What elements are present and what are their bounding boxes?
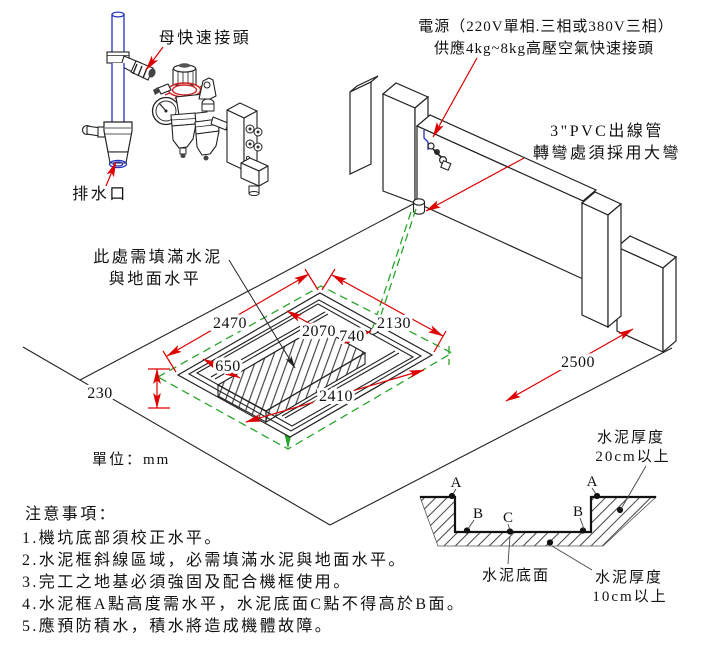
- label-female-coupler: 母快速接頭: [159, 29, 252, 47]
- dim-740: 740: [339, 328, 365, 345]
- note-item-4: 4.水泥框A點高度需水平，水泥底面C點不得高於B面。: [22, 595, 465, 613]
- label-power-2: 供應4kg~8kg高壓空氣快速接頭: [434, 39, 654, 57]
- cs-thick20-2: 20cm以上: [595, 448, 670, 465]
- reference-leaders: [452, 465, 647, 571]
- outlet-arm: [210, 116, 229, 131]
- back-panel: [349, 75, 379, 175]
- ball-valve: [81, 121, 133, 153]
- regulator-knob: [172, 63, 197, 86]
- dim-230: 230: [87, 385, 113, 402]
- pvc-outlet-stub: [412, 198, 426, 215]
- air-service-unit: [151, 63, 269, 196]
- right-pillar: [580, 191, 623, 329]
- label-pvc-2: 轉彎處須採用大彎: [533, 144, 681, 162]
- note-item-5: 5.應預防積水，積水將造成機體故障。: [22, 616, 333, 635]
- dimensions: 2470 2130 2070 740 650 230 2410 2500: [84, 268, 634, 423]
- label-unit: 單位：mm: [92, 451, 170, 468]
- label-pvc-1: 3"PVC出線管: [550, 122, 664, 140]
- cs-bottom-surface: 水泥底面: [482, 567, 550, 584]
- filter-bowl: [170, 112, 197, 158]
- cs-thick10-1: 水泥厚度: [595, 569, 663, 586]
- dim-2070: 2070: [302, 323, 336, 340]
- dim-2410: 2410: [319, 388, 353, 405]
- wall-structure: [349, 75, 678, 354]
- label-power-1: 電源（220V單相.三相或380V三相）: [418, 18, 673, 35]
- dim-2470: 2470: [213, 315, 247, 332]
- note-item-2: 2.水泥框斜線區域，必需填滿水泥與地面水平。: [22, 551, 407, 569]
- cs-point-b-left: B: [473, 506, 483, 522]
- label-fill-1: 此處需填滿水泥: [93, 248, 223, 266]
- drain-pipe-assembly: [81, 11, 156, 169]
- cs-thick10-2: 10cm以上: [592, 588, 667, 605]
- inlet-fitting: [153, 83, 172, 95]
- side-quick-coupler: [130, 60, 156, 81]
- leader-arrows: [105, 46, 525, 369]
- cs-point-b-right: B: [573, 504, 583, 520]
- label-fill-2: 與地面水平: [109, 270, 202, 288]
- cs-point-a-left: A: [451, 475, 462, 491]
- solenoid-foot: [240, 157, 269, 196]
- label-drain-outlet: 排水口: [72, 185, 128, 203]
- cs-point-c: C: [503, 510, 513, 526]
- cross-section: A A B B C 水泥厚度 20cm以上 水泥底面 水泥厚度 10cm以上: [419, 429, 670, 605]
- dim-2500: 2500: [561, 354, 595, 371]
- cs-thick20-1: 水泥厚度: [597, 429, 665, 446]
- dim-650: 650: [215, 358, 241, 375]
- note-item-1: 1.機坑底部須校正水平。: [22, 529, 223, 547]
- cs-point-a-right: A: [587, 474, 598, 490]
- wall-air-power-fixture: [423, 130, 452, 171]
- dim-2130: 2130: [377, 315, 411, 332]
- conduit-route-dashed: [371, 208, 450, 365]
- notes-block: 注意事項： 1.機坑底部須校正水平。 2.水泥框斜線區域，必需填滿水泥與地面水平…: [22, 504, 465, 635]
- mount-bracket: [198, 77, 217, 100]
- note-item-3: 3.完工之地基必須強固及配合機框使用。: [22, 573, 352, 591]
- notes-title: 注意事項：: [25, 504, 117, 523]
- solenoid-valve-block: [226, 102, 263, 171]
- callout-labels: 母快速接頭 排水口 電源（220V單相.三相或380V三相） 供應4kg~8kg…: [72, 18, 681, 468]
- low-wall-beam: [415, 114, 598, 280]
- right-panel: [615, 235, 678, 354]
